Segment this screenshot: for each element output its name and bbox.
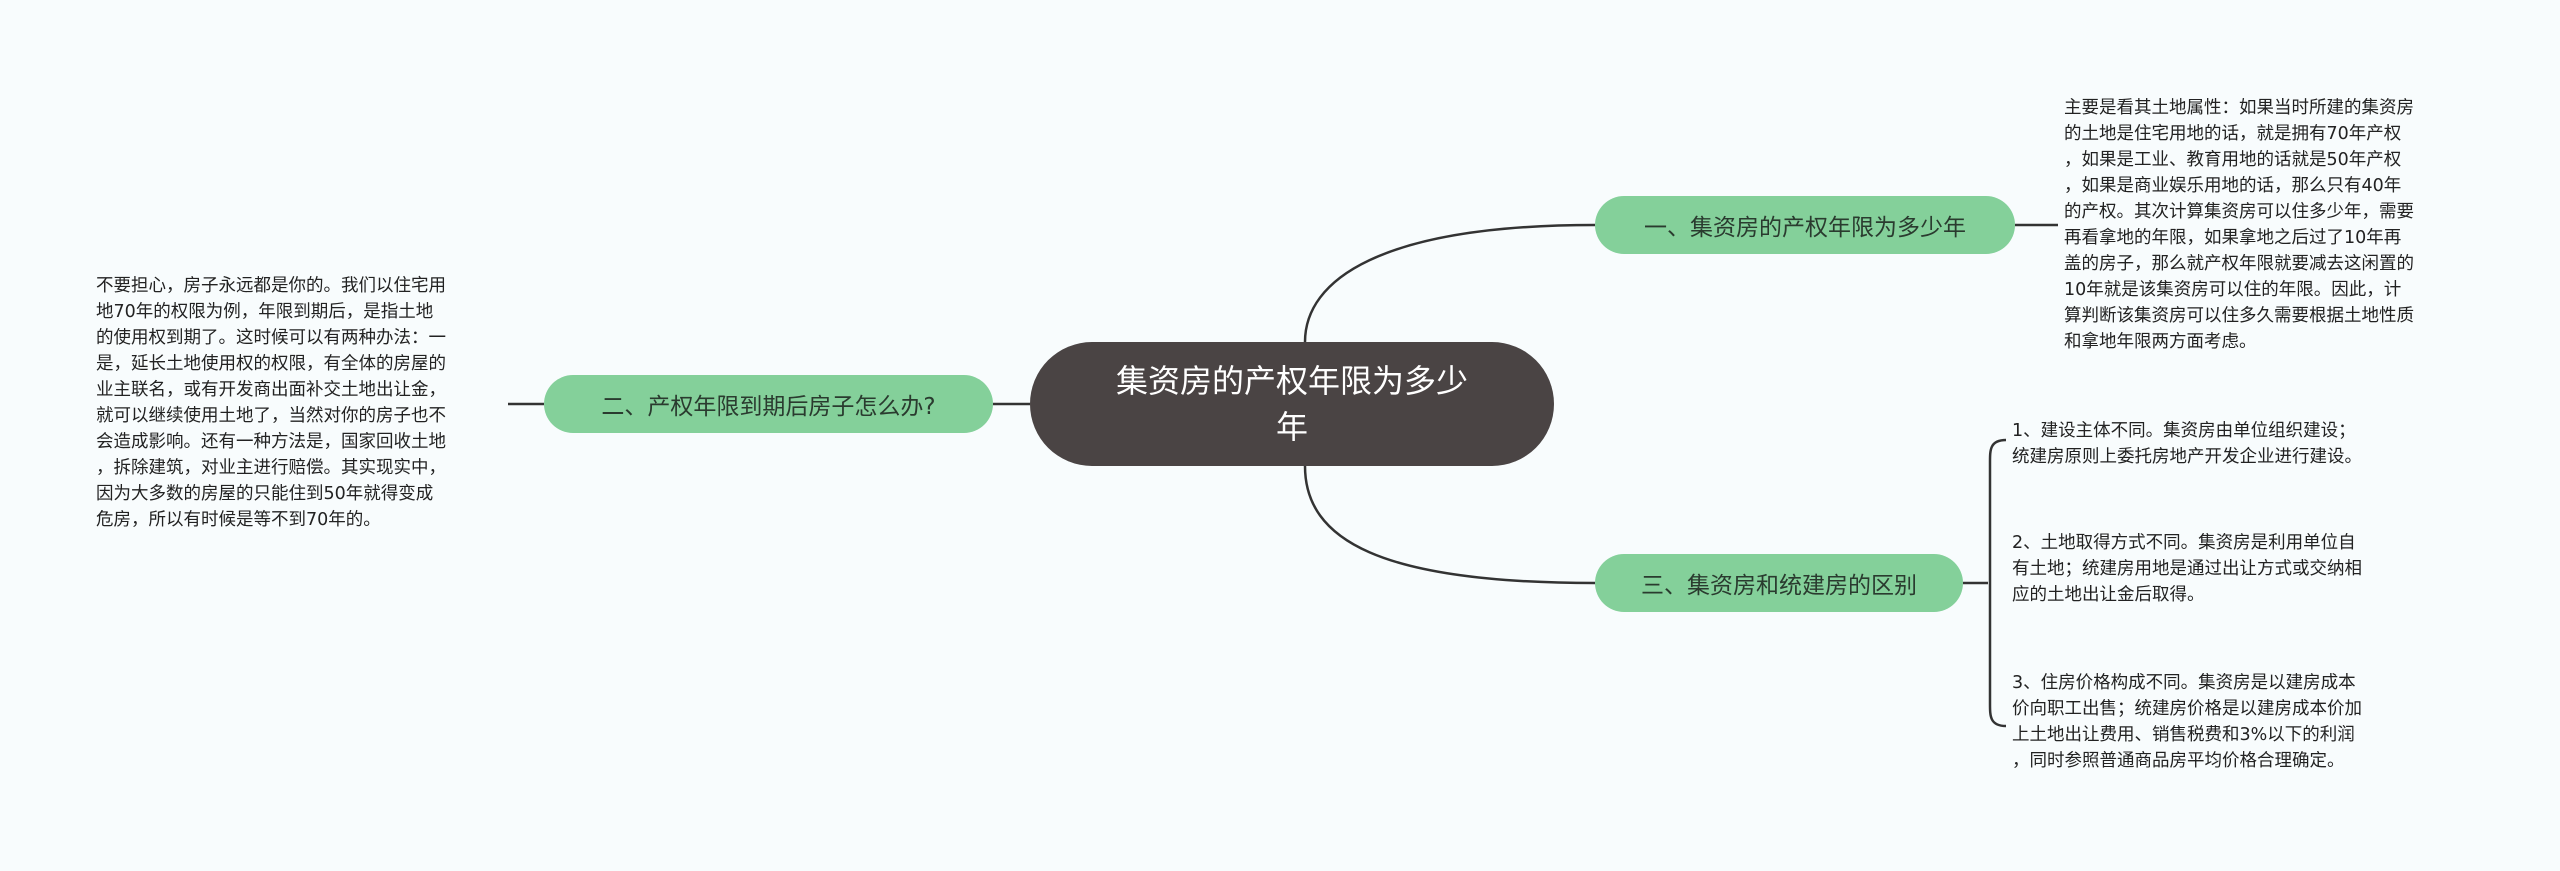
leaf-line: ，拆除建筑，对业主进行赔偿。其实现实中， (96, 458, 446, 478)
leaf-line: 会造成影响。还有一种方法是，国家回收土地 (96, 432, 446, 452)
leaf-line: 主要是看其土地属性：如果当时所建的集资房 (2064, 98, 2414, 118)
leaf-line: 的土地是住宅用地的话，就是拥有70年产权 (2064, 124, 2402, 144)
leaf-line: 算判断该集资房可以住多久需要根据土地性质 (2064, 306, 2414, 326)
leaf-line: 不要担心，房子永远都是你的。我们以住宅用 (96, 276, 446, 296)
leaf-line: 3、住房价格构成不同。集资房是以建房成本 (2012, 673, 2356, 693)
branch-topic-3[interactable]: 三、集资房和统建房的区别 (1595, 554, 1963, 612)
connector-central-to-branch-3 (1303, 465, 1596, 585)
leaf-line: 2、土地取得方式不同。集资房是利用单位自 (2012, 533, 2356, 553)
leaf-line: 就可以继续使用土地了，当然对你的房子也不 (96, 406, 446, 426)
leaf-line: 再看拿地的年限，如果拿地之后过了10年再 (2064, 228, 2402, 248)
leaf-line: 因为大多数的房屋的只能住到50年就得变成 (96, 484, 434, 504)
central-topic-line-1: 集资房的产权年限为多少 (1115, 362, 1468, 400)
leaf-line: 业主联名，或有开发商出面补交土地出让金， (96, 380, 446, 400)
leaf-line: 应的土地出让金后取得。 (2012, 585, 2205, 605)
leaf-line: 是，延长土地使用权的权限，有全体的房屋的 (96, 354, 446, 374)
leaf-line: 地70年的权限为例，年限到期后，是指土地 (96, 302, 434, 322)
leaf-line: 有土地；统建房用地是通过出让方式或交纳相 (2012, 559, 2362, 579)
leaf-line: ，如果是商业娱乐用地的话，那么只有40年 (2064, 176, 2402, 196)
leaf-line: ，同时参照普通商品房平均价格合理确定。 (2012, 751, 2345, 771)
leaf-line: 上土地出让费用、销售税费和3%以下的利润 (2012, 725, 2355, 745)
leaf-topic-3-1[interactable]: 1、建设主体不同。集资房由单位组织建设； 统建房原则上委托房地产开发企业进行建设… (2012, 418, 2362, 470)
central-topic-line-2: 年 (1275, 408, 1308, 446)
central-topic[interactable]: 集资房的产权年限为多少 年 (1030, 342, 1554, 466)
connector-central-to-branch-1 (1303, 223, 1596, 343)
leaf-topic-2-1[interactable]: 不要担心，房子永远都是你的。我们以住宅用 地70年的权限为例，年限到期后，是指土… (96, 273, 446, 533)
leaf-line: 价向职工出售；统建房价格是以建房成本价加 (2012, 699, 2362, 719)
branch-topic-1[interactable]: 一、集资房的产权年限为多少年 (1595, 196, 2015, 254)
leaf-topic-1-1[interactable]: 主要是看其土地属性：如果当时所建的集资房 的土地是住宅用地的话，就是拥有70年产… (2064, 95, 2414, 355)
leaf-line: 盖的房子，那么就产权年限就要减去这闲置的 (2064, 254, 2414, 274)
leaf-line: 危房，所以有时候是等不到70年的。 (96, 510, 381, 530)
leaf-line: 1、建设主体不同。集资房由单位组织建设； (2012, 421, 2356, 441)
leaf-line: 统建房原则上委托房地产开发企业进行建设。 (2012, 447, 2362, 467)
leaf-line: 和拿地年限两方面考虑。 (2064, 332, 2257, 352)
leaf-line: 的产权。其次计算集资房可以住多少年，需要 (2064, 202, 2414, 222)
leaf-topic-3-3[interactable]: 3、住房价格构成不同。集资房是以建房成本 价向职工出售；统建房价格是以建房成本价… (2012, 670, 2362, 774)
leaf-line: 10年就是该集资房可以住的年限。因此，计 (2064, 280, 2402, 300)
leaf-line: ，如果是工业、教育用地的话就是50年产权 (2064, 150, 2402, 170)
leaf-topic-3-2[interactable]: 2、土地取得方式不同。集资房是利用单位自 有土地；统建房用地是通过出让方式或交纳… (2012, 530, 2362, 608)
branch-topic-2[interactable]: 二、产权年限到期后房子怎么办? (544, 375, 993, 433)
leaf-line: 的使用权到期了。这时候可以有两种办法：一 (96, 328, 446, 348)
bracket-branch-3 (1988, 438, 2007, 728)
